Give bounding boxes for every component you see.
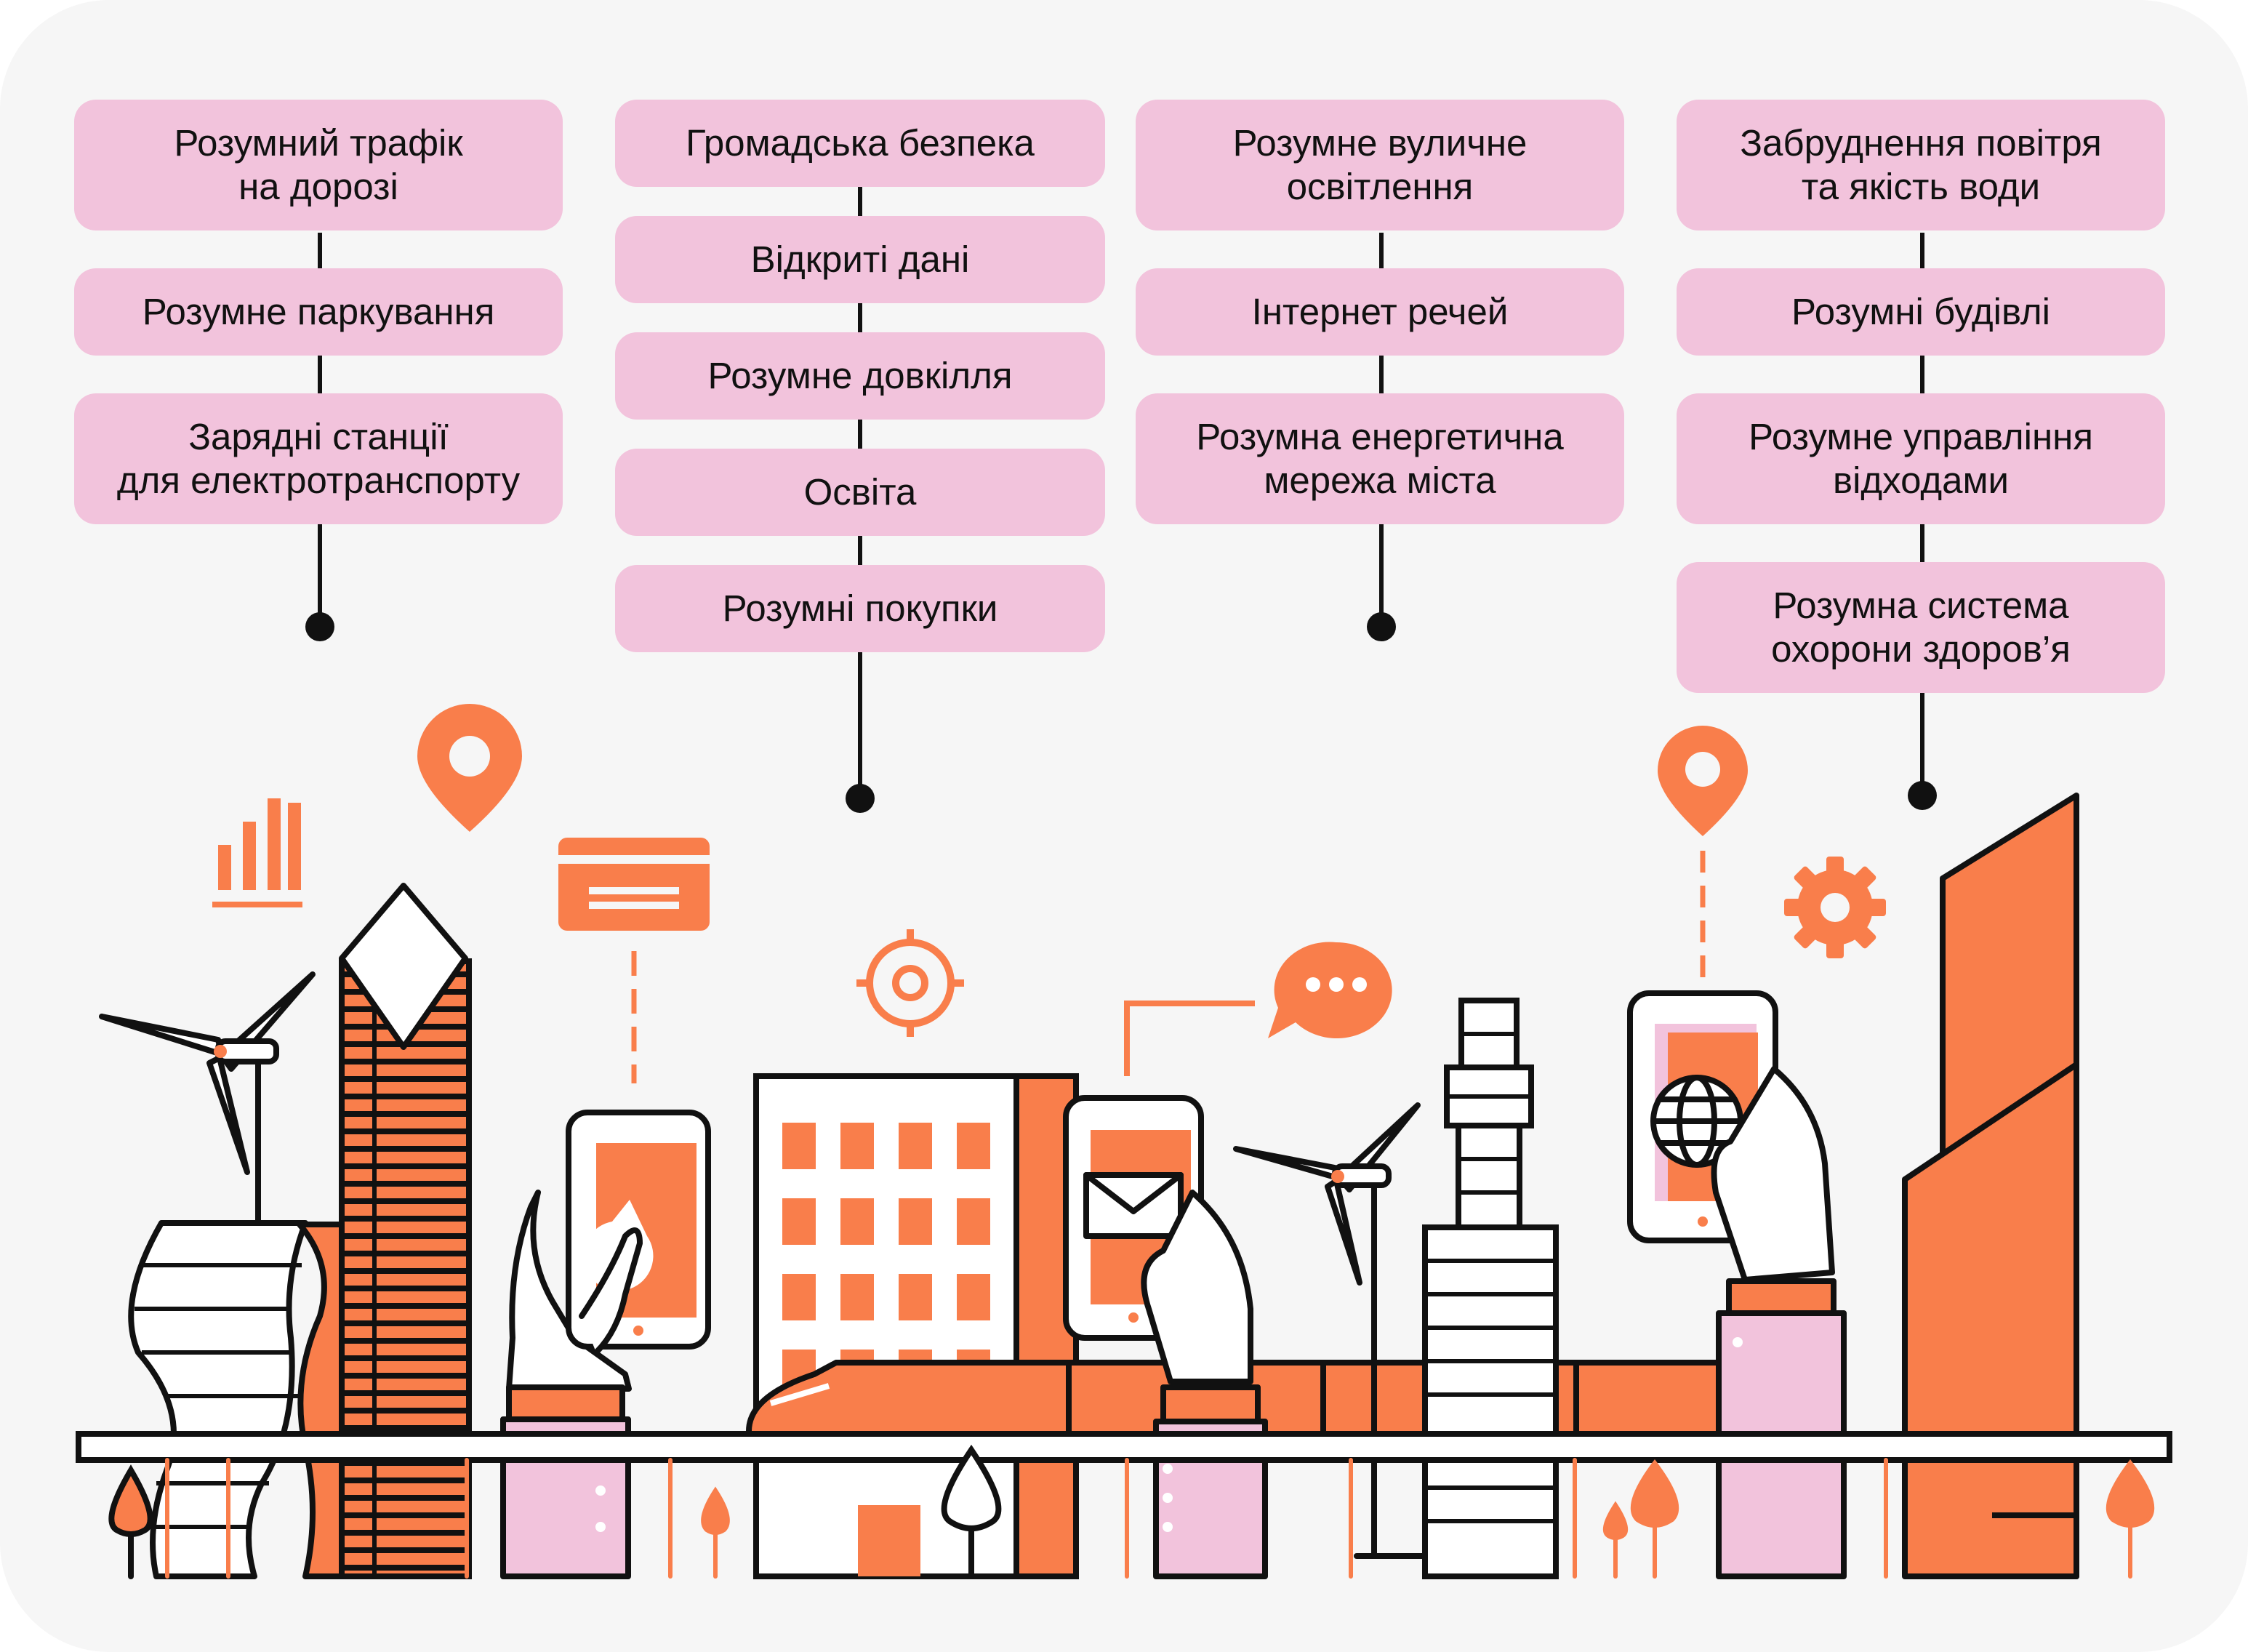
label-smart-energy-grid: Розумна енергетична мережа міста (1136, 393, 1624, 524)
striped-tower (339, 883, 472, 1579)
envelope-icon (1083, 1172, 1184, 1239)
label-education: Освіта (615, 449, 1105, 536)
label-smart-environment: Розумне довкілля (615, 332, 1105, 420)
label-smart-buildings: Розумні будівлі (1677, 268, 2165, 356)
bar-chart-icon (212, 798, 302, 907)
label-smart-parking: Розумне паркування (74, 268, 563, 356)
globe-icon (1650, 1075, 1743, 1168)
credit-card-icon (558, 838, 710, 1083)
wind-turbine-icon (99, 971, 316, 1226)
label-open-data: Відкриті дані (615, 216, 1105, 303)
ground-rail (76, 1431, 2172, 1463)
label-smart-healthcare: Розумна система охорони здоров’я (1677, 562, 2165, 693)
chat-bubble-icon (1124, 942, 1392, 1076)
map-pin-right (1658, 726, 1748, 977)
office-building (753, 1073, 1079, 1579)
target-icon (856, 929, 964, 1037)
train (746, 1360, 1835, 1441)
label-smart-shopping: Розумні покупки (615, 565, 1105, 652)
connector-dot-col4 (1908, 781, 1937, 810)
label-public-safety: Громадська безпека (615, 100, 1105, 187)
connector-dot-col1 (305, 612, 334, 641)
label-smart-street-lighting: Розумне вуличне освітлення (1136, 100, 1624, 230)
connector-dot-col3 (1367, 612, 1396, 641)
label-ev-charging: Зарядні станції для електротранспорту (74, 393, 563, 524)
envelope-phone (1063, 1095, 1268, 1579)
label-internet-of-things: Інтернет речей (1136, 268, 1624, 356)
stacked-skyscraper (1422, 998, 1559, 1579)
gear-icon (1784, 857, 1886, 958)
smartphone-icon (500, 1110, 711, 1579)
label-air-water-quality: Забруднення повітря та якість води (1677, 100, 2165, 230)
label-smart-traffic: Розумний трафік на дорозі (74, 100, 563, 230)
map-pin-icon (417, 704, 522, 832)
wavy-building (128, 1220, 345, 1579)
connector-dot-col2 (846, 784, 875, 813)
label-smart-waste-management: Розумне управління відходами (1677, 393, 2165, 524)
trees (108, 1444, 2155, 1579)
